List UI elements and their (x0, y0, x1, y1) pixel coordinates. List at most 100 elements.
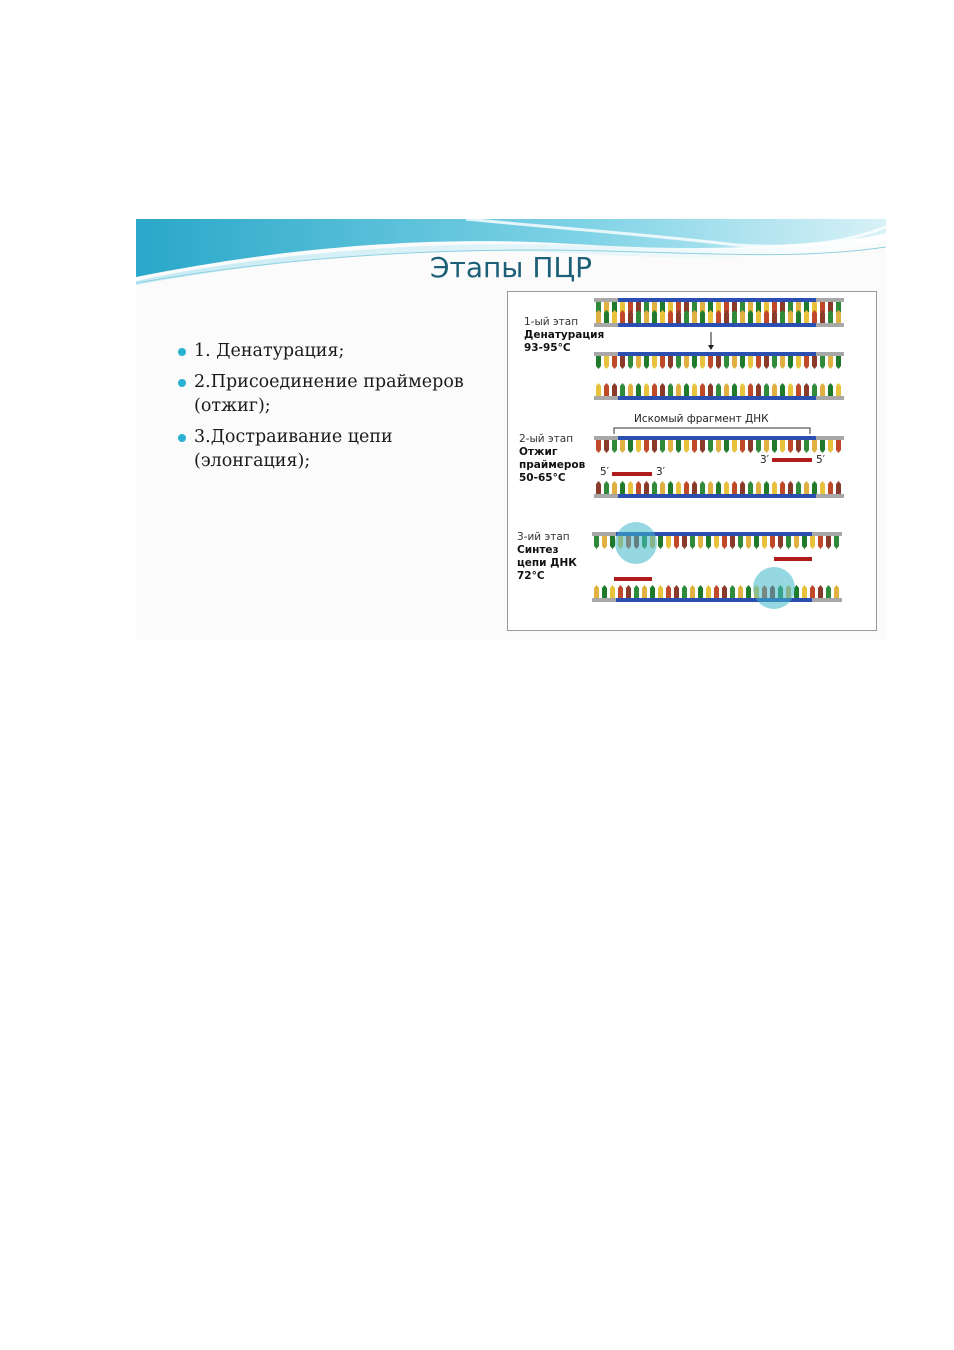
dna-base-tip (836, 450, 841, 453)
dna-base (772, 356, 777, 366)
dna-base (716, 302, 721, 312)
bullet-text: 1. Денатурация; (194, 341, 345, 361)
dna-base (802, 536, 807, 546)
dna-strands-drawing (592, 298, 844, 609)
dna-base (642, 588, 647, 598)
stage-3-temp: 72°C (517, 570, 545, 582)
dna-base (706, 588, 711, 598)
dna-backbone (618, 396, 816, 400)
dna-base-tip (612, 310, 617, 313)
dna-base (652, 356, 657, 366)
dna-base (820, 313, 825, 323)
dna-base (732, 302, 737, 312)
dna-base (612, 386, 617, 396)
dna-base-tip (756, 481, 761, 484)
dna-base (684, 356, 689, 366)
dna-base-tip (820, 366, 825, 369)
dna-base (700, 356, 705, 366)
dna-base (714, 536, 719, 546)
dna-base (668, 386, 673, 396)
dna-base (708, 356, 713, 366)
dna-base-tip (604, 383, 609, 386)
dna-base-tip (810, 585, 815, 588)
dna-base (652, 440, 657, 450)
dna-base-tip (714, 546, 719, 549)
dna-base (740, 440, 745, 450)
dna-base-tip (724, 383, 729, 386)
dna-base-tip (730, 585, 735, 588)
dna-base-tip (698, 546, 703, 549)
dna-base (620, 356, 625, 366)
dna-base-tip (788, 481, 793, 484)
dna-base-tip (772, 383, 777, 386)
dna-base-tip (812, 310, 817, 313)
dna-base-tip (732, 481, 737, 484)
dna-base-tip (594, 585, 599, 588)
dna-base (612, 440, 617, 450)
dna-base-tip (740, 481, 745, 484)
dna-base-tip (764, 310, 769, 313)
dna-base (636, 440, 641, 450)
dna-base (692, 386, 697, 396)
dna-base (610, 536, 615, 546)
dna-base (644, 484, 649, 494)
dna-base (644, 440, 649, 450)
dna-base (812, 386, 817, 396)
dna-base-tip (804, 481, 809, 484)
dna-base-tip (684, 383, 689, 386)
dna-base (804, 356, 809, 366)
dna-base-tip (834, 585, 839, 588)
dna-base-tip (652, 450, 657, 453)
dna-base (748, 440, 753, 450)
dna-base (778, 536, 783, 546)
dna-base (676, 440, 681, 450)
dna-base-tip (836, 481, 841, 484)
dna-base (668, 313, 673, 323)
dna-base (740, 386, 745, 396)
dna-base (724, 440, 729, 450)
dna-base (804, 386, 809, 396)
dna-base-tip (708, 383, 713, 386)
dna-base-tip (700, 310, 705, 313)
primer (772, 458, 812, 462)
dna-base-tip (738, 546, 743, 549)
dna-base (738, 588, 743, 598)
dna-base-tip (668, 310, 673, 313)
dna-base (650, 588, 655, 598)
dna-base (828, 386, 833, 396)
dna-base (604, 313, 609, 323)
dna-base-tip (828, 481, 833, 484)
dna-base-tip (796, 383, 801, 386)
dna-base-tip (668, 366, 673, 369)
dna-base-tip (804, 383, 809, 386)
dna-base (716, 356, 721, 366)
polymerase-bubble (753, 567, 795, 609)
dna-base-tip (666, 585, 671, 588)
dna-base-tip (732, 383, 737, 386)
dna-base (812, 313, 817, 323)
dna-base-tip (628, 366, 633, 369)
dna-base-tip (716, 310, 721, 313)
dna-base (658, 588, 663, 598)
dna-base-tip (628, 481, 633, 484)
dna-base-tip (772, 310, 777, 313)
dna-base (756, 440, 761, 450)
dna-backbone (618, 494, 816, 498)
dna-base-tip (764, 366, 769, 369)
dna-backbone (618, 323, 816, 327)
dna-base (772, 313, 777, 323)
dna-base (740, 313, 745, 323)
dna-base (796, 386, 801, 396)
dna-base-tip (756, 310, 761, 313)
dna-base (772, 484, 777, 494)
end-label-3prime-top: 3′ (760, 454, 770, 466)
dna-base-tip (604, 450, 609, 453)
dna-backbone (618, 436, 816, 440)
dna-base-tip (818, 585, 823, 588)
dna-base-tip (788, 310, 793, 313)
dna-base (604, 484, 609, 494)
dna-base-tip (612, 450, 617, 453)
dna-base (708, 440, 713, 450)
dna-base (732, 484, 737, 494)
dna-base (684, 302, 689, 312)
